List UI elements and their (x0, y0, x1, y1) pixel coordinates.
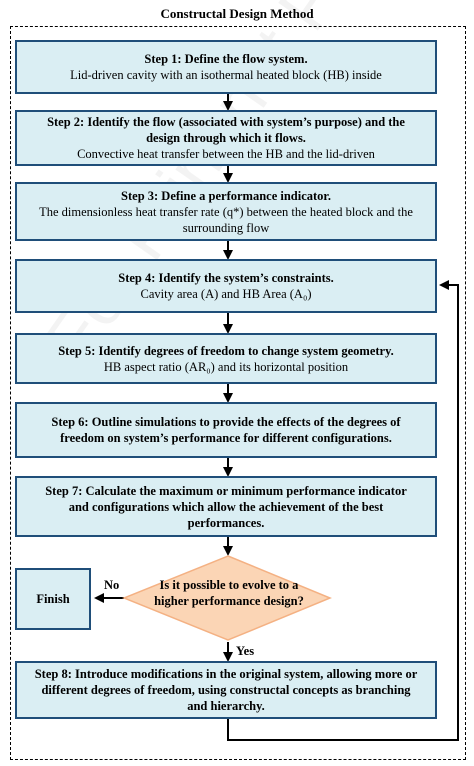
step-6-box: Step 6: Outline simulations to provide t… (15, 402, 437, 458)
step-8-box: Step 8: Introduce modifications in the o… (15, 661, 437, 719)
diagram-title: Constructal Design Method (160, 6, 314, 21)
step-3-box: Step 3: Define a performance indicator. … (15, 182, 437, 241)
yes-label: Yes (236, 644, 255, 658)
step-3-body: The dimensionless heat transfer rate (q*… (39, 204, 413, 235)
step-3-head: Step 3: Define a performance indicator. (121, 188, 331, 203)
step-1-head: Step 1: Define the flow system. (144, 52, 308, 66)
step-4-box: Step 4: Identify the system’s constraint… (15, 259, 437, 313)
step-2-head: Step 2: Identify the flow (associated wi… (47, 115, 405, 145)
dashed-frame (10, 26, 466, 760)
step-7-head: Step 7: Calculate the maximum or minimum… (45, 483, 407, 530)
step-4-body: Cavity area (A) and HB Area (A₀) (140, 287, 312, 301)
decision-diamond (121, 555, 332, 641)
step-5-head: Step 5: Identify degrees of freedom to c… (58, 343, 394, 358)
step-7-box: Step 7: Calculate the maximum or minimum… (15, 476, 437, 537)
loop-back-line (227, 280, 459, 741)
step-1-body: Lid-driven cavity with an isothermal hea… (70, 68, 382, 82)
step-4-head: Step 4: Identify the system’s constraint… (118, 271, 334, 285)
decision-text: Is it possible to evolve to a higher per… (154, 578, 304, 608)
finish-box: Finish (15, 568, 91, 630)
step-2-box: Step 2: Identify the flow (associated wi… (15, 110, 437, 166)
step-8-head: Step 8: Introduce modifications in the o… (34, 667, 418, 713)
step-5-body: HB aspect ratio (AR₀) and its horizontal… (103, 359, 349, 374)
step-1-box: Step 1: Define the flow system. Lid-driv… (15, 40, 437, 94)
step-6-head: Step 6: Outline simulations to provide t… (51, 415, 401, 445)
finish-label: Finish (36, 591, 70, 606)
step-5-box: Step 5: Identify degrees of freedom to c… (15, 333, 437, 384)
step-2-body: Convective heat transfer between the HB … (77, 147, 375, 161)
no-label: No (104, 578, 120, 592)
